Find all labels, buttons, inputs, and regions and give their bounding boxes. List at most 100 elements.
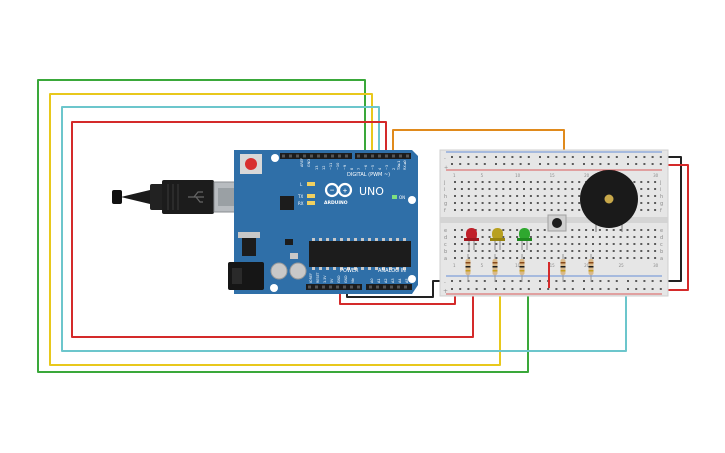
breadboard-hole[interactable] xyxy=(474,202,477,204)
breadboard-hole[interactable] xyxy=(474,243,477,245)
breadboard-hole[interactable] xyxy=(598,229,601,231)
breadboard-hole[interactable] xyxy=(529,209,532,211)
breadboard-hole[interactable] xyxy=(635,280,638,282)
breadboard-hole[interactable] xyxy=(460,181,463,183)
breadboard-hole[interactable] xyxy=(502,188,505,190)
breadboard-hole[interactable] xyxy=(481,243,484,245)
breadboard-hole[interactable] xyxy=(555,156,558,158)
header-pin[interactable] xyxy=(308,285,311,289)
breadboard-hole[interactable] xyxy=(578,195,581,197)
breadboard-hole[interactable] xyxy=(529,188,532,190)
breadboard-hole[interactable] xyxy=(536,257,539,259)
breadboard-hole[interactable] xyxy=(454,202,456,204)
wire-black-rail[interactable] xyxy=(658,156,682,282)
breadboard-hole[interactable] xyxy=(459,163,462,165)
breadboard-hole[interactable] xyxy=(511,163,514,165)
breadboard-hole[interactable] xyxy=(619,250,622,252)
header-pin[interactable] xyxy=(397,285,400,289)
breadboard-hole[interactable] xyxy=(626,229,629,231)
breadboard-hole[interactable] xyxy=(591,163,594,165)
breadboard-hole[interactable] xyxy=(607,156,610,158)
resistor[interactable] xyxy=(465,254,471,282)
breadboard-hole[interactable] xyxy=(647,229,650,231)
header-pin[interactable] xyxy=(345,154,348,158)
breadboard-hole[interactable] xyxy=(495,195,498,197)
breadboard-hole[interactable] xyxy=(592,229,594,231)
breadboard-hole[interactable] xyxy=(647,250,650,252)
breadboard-hole[interactable] xyxy=(557,188,560,190)
breadboard-hole[interactable] xyxy=(536,202,539,204)
push-button[interactable] xyxy=(547,214,567,232)
breadboard-hole[interactable] xyxy=(475,156,478,158)
header-pin[interactable] xyxy=(317,154,320,158)
breadboard-hole[interactable] xyxy=(564,188,567,190)
breadboard-hole[interactable] xyxy=(460,188,463,190)
breadboard-hole[interactable] xyxy=(454,188,456,190)
breadboard-hole[interactable] xyxy=(643,156,646,158)
wire-cyan[interactable] xyxy=(61,106,627,352)
breadboard-hole[interactable] xyxy=(516,195,519,197)
breadboard-hole[interactable] xyxy=(516,188,519,190)
breadboard-hole[interactable] xyxy=(523,209,525,211)
breadboard-hole[interactable] xyxy=(615,288,618,290)
breadboard-hole[interactable] xyxy=(539,156,541,158)
breadboard-hole[interactable] xyxy=(451,156,453,158)
breadboard-hole[interactable] xyxy=(488,195,491,197)
breadboard-hole[interactable] xyxy=(454,250,456,252)
breadboard-hole[interactable] xyxy=(509,250,512,252)
breadboard-hole[interactable] xyxy=(578,257,581,259)
breadboard-hole[interactable] xyxy=(647,202,650,204)
breadboard-hole[interactable] xyxy=(598,250,601,252)
breadboard-hole[interactable] xyxy=(509,257,512,259)
breadboard-hole[interactable] xyxy=(647,188,650,190)
breadboard-hole[interactable] xyxy=(557,257,560,259)
breadboard-hole[interactable] xyxy=(599,156,602,158)
header-pin[interactable] xyxy=(383,285,386,289)
breadboard-hole[interactable] xyxy=(509,188,512,190)
breadboard-hole[interactable] xyxy=(495,188,498,190)
breadboard-hole[interactable] xyxy=(529,202,532,204)
breadboard-hole[interactable] xyxy=(511,280,514,282)
breadboard-hole[interactable] xyxy=(509,202,512,204)
breadboard-hole[interactable] xyxy=(643,288,646,290)
breadboard-hole[interactable] xyxy=(488,188,491,190)
header-pin[interactable] xyxy=(338,154,341,158)
breadboard-hole[interactable] xyxy=(503,288,506,290)
breadboard-hole[interactable] xyxy=(571,156,574,158)
breadboard-hole[interactable] xyxy=(516,229,519,231)
breadboard-hole[interactable] xyxy=(635,156,638,158)
breadboard-hole[interactable] xyxy=(612,257,615,259)
breadboard-hole[interactable] xyxy=(659,280,662,282)
breadboard-hole[interactable] xyxy=(467,250,470,252)
breadboard-hole[interactable] xyxy=(523,188,525,190)
breadboard-hole[interactable] xyxy=(599,288,602,290)
breadboard-hole[interactable] xyxy=(605,250,608,252)
breadboard-hole[interactable] xyxy=(654,188,657,190)
breadboard-hole[interactable] xyxy=(659,163,662,165)
breadboard-hole[interactable] xyxy=(547,163,550,165)
breadboard-hole[interactable] xyxy=(654,195,657,197)
breadboard-hole[interactable] xyxy=(557,202,560,204)
header-pin[interactable] xyxy=(404,285,407,289)
breadboard-hole[interactable] xyxy=(519,280,522,282)
breadboard-hole[interactable] xyxy=(626,257,629,259)
breadboard-hole[interactable] xyxy=(495,288,497,290)
breadboard-hole[interactable] xyxy=(633,257,636,259)
breadboard-hole[interactable] xyxy=(571,181,574,183)
breadboard-hole[interactable] xyxy=(557,236,560,238)
reset-button[interactable] xyxy=(245,158,257,170)
breadboard-hole[interactable] xyxy=(460,257,463,259)
breadboard-hole[interactable] xyxy=(488,229,491,231)
breadboard-hole[interactable] xyxy=(555,288,558,290)
breadboard-hole[interactable] xyxy=(591,156,594,158)
breadboard-hole[interactable] xyxy=(564,202,567,204)
breadboard-hole[interactable] xyxy=(495,202,498,204)
breadboard-hole[interactable] xyxy=(502,181,505,183)
breadboard-hole[interactable] xyxy=(592,250,594,252)
breadboard-hole[interactable] xyxy=(654,181,657,183)
breadboard-hole[interactable] xyxy=(523,243,525,245)
breadboard-hole[interactable] xyxy=(467,181,470,183)
resistor[interactable] xyxy=(519,254,525,282)
breadboard-hole[interactable] xyxy=(488,250,491,252)
